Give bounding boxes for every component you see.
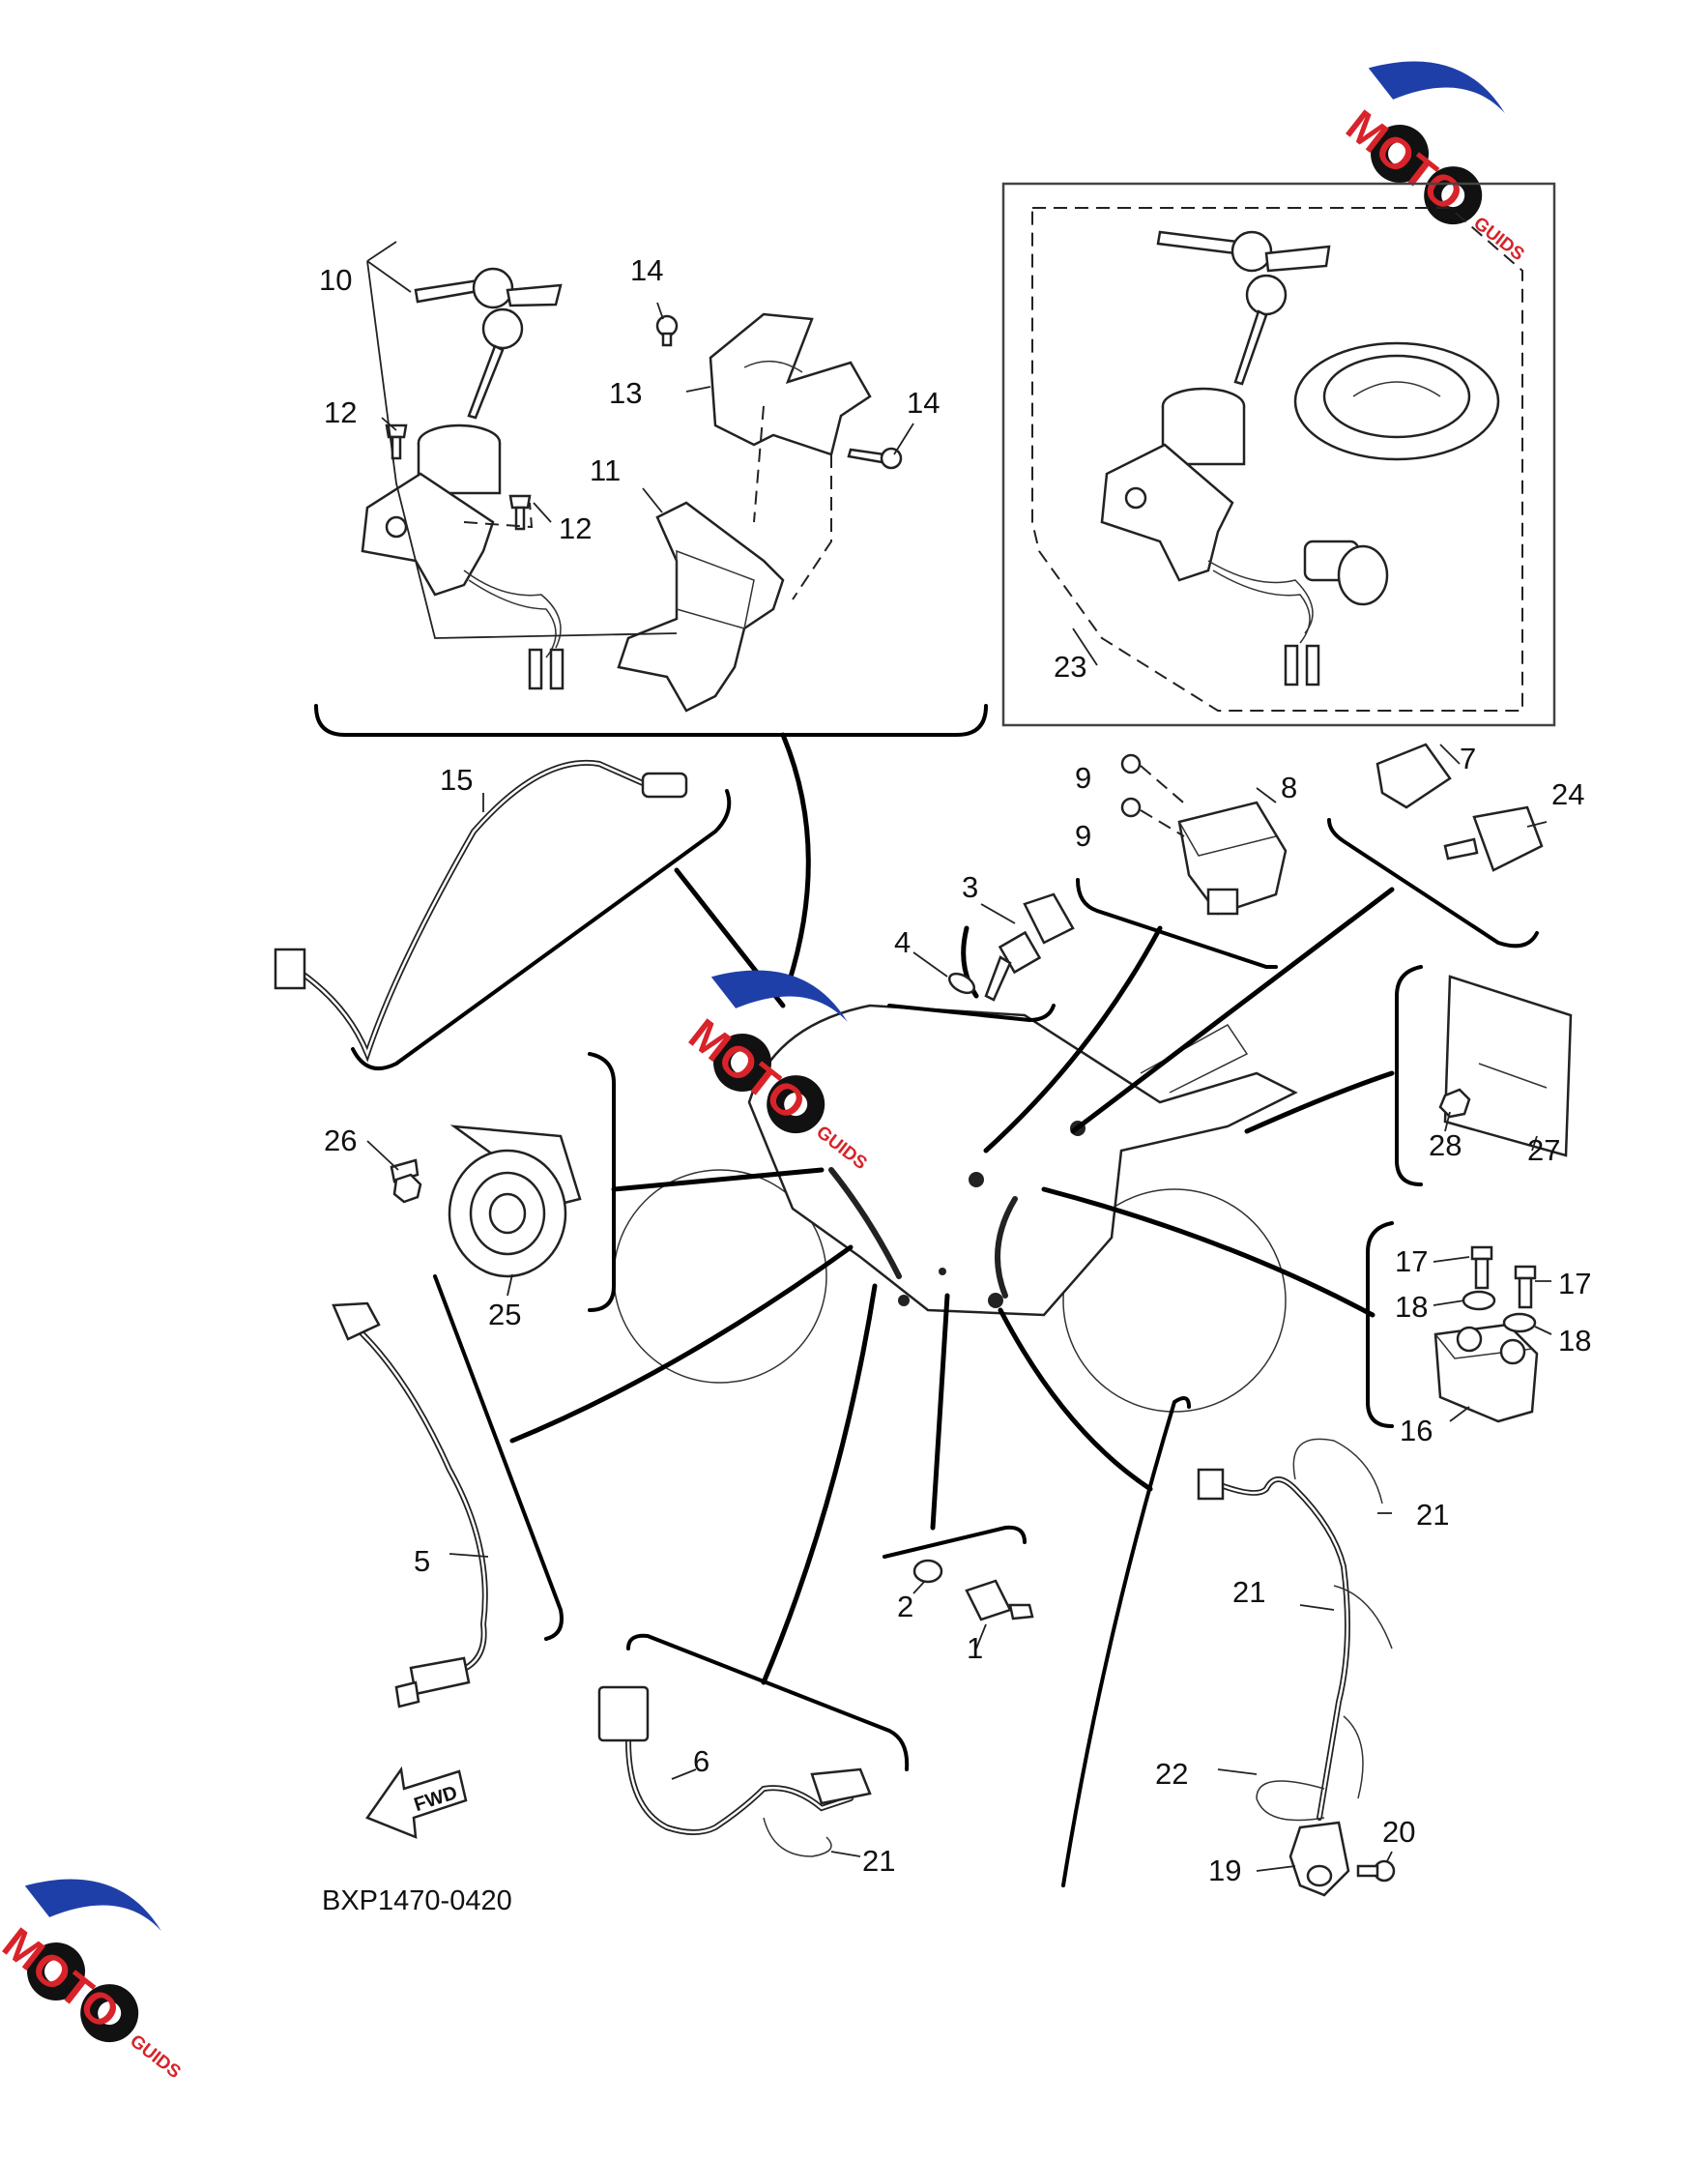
callout-21-a: 21 xyxy=(1416,1498,1449,1532)
group-reflector-27-28 xyxy=(1395,965,1573,1186)
callout-23: 23 xyxy=(1054,650,1086,684)
screw-14-a xyxy=(655,314,679,347)
callout-14-b: 14 xyxy=(907,386,940,420)
screw-12-a xyxy=(385,423,408,460)
callout-27: 27 xyxy=(1527,1133,1560,1167)
key-set-10 xyxy=(414,267,563,420)
group-sensor-5 xyxy=(332,1274,564,1708)
logo-brand-text: MOTO xyxy=(1338,100,1473,220)
callout-5: 5 xyxy=(414,1544,430,1578)
callout-17-a: 17 xyxy=(1395,1244,1428,1278)
group-sensor-16-18 xyxy=(1366,1221,1552,1428)
callout-15: 15 xyxy=(440,763,473,797)
callout-19: 19 xyxy=(1208,1854,1241,1887)
main-switch-body xyxy=(361,423,565,690)
group-speed-sensor-19-22 xyxy=(1061,1396,1396,1897)
callout-24: 24 xyxy=(1551,777,1584,811)
callout-13: 13 xyxy=(609,376,642,410)
callout-14-a: 14 xyxy=(630,253,663,287)
callout-22: 22 xyxy=(1155,1757,1188,1791)
group-relay-7-24 xyxy=(1327,743,1548,949)
callout-12-b: 12 xyxy=(559,511,592,545)
callout-20: 20 xyxy=(1382,1815,1415,1849)
logo-sub-text: GUIDS xyxy=(126,2030,184,2083)
callout-18-a: 18 xyxy=(1395,1290,1428,1324)
bracket-11 xyxy=(617,501,785,713)
callout-18-b: 18 xyxy=(1558,1324,1591,1358)
callout-1: 1 xyxy=(967,1631,983,1665)
group-lock-set xyxy=(1001,182,1556,727)
group-sensor-15 xyxy=(274,759,732,1070)
cover-13 xyxy=(709,312,872,456)
connector-rays xyxy=(509,732,1395,1685)
diagram-code: BXP1470-0420 xyxy=(322,1885,512,1916)
screw-14-b xyxy=(847,447,903,470)
callout-17-b: 17 xyxy=(1558,1267,1591,1300)
moto-guids-logo-top: MOTO GUIDS xyxy=(1338,61,1528,265)
callout-16: 16 xyxy=(1400,1414,1433,1447)
callout-25: 25 xyxy=(488,1298,521,1331)
fwd-arrow-icon: FWD xyxy=(365,1766,468,1839)
callout-9-a: 9 xyxy=(1075,761,1091,795)
group-sensor-3-4 xyxy=(887,892,1075,1023)
screw-12-b xyxy=(508,494,532,531)
moto-guids-logo-bottom: MOTO GUIDS xyxy=(0,1879,185,2083)
callout-21-c: 21 xyxy=(862,1844,895,1878)
callout-6: 6 xyxy=(693,1744,709,1778)
group-sensor-6 xyxy=(597,1633,910,1857)
callout-10: 10 xyxy=(319,263,352,297)
callout-4: 4 xyxy=(894,925,911,959)
callout-28: 28 xyxy=(1429,1128,1462,1162)
group-main-switch xyxy=(314,241,988,737)
callout-3: 3 xyxy=(962,870,978,904)
callout-7: 7 xyxy=(1460,742,1476,775)
callout-9-b: 9 xyxy=(1075,819,1091,853)
group-relay-8-9 xyxy=(1076,753,1288,969)
callout-11: 11 xyxy=(590,453,621,487)
callout-labels: 1 2 3 4 5 6 7 8 9 9 10 11 12 12 13 14 14… xyxy=(319,253,1591,1887)
logo-brand-text: MOTO xyxy=(0,1917,130,2038)
callout-26: 26 xyxy=(324,1124,357,1157)
callout-12-a: 12 xyxy=(324,395,357,429)
callout-21-b: 21 xyxy=(1232,1575,1265,1609)
group-horn-25-26 xyxy=(366,1052,616,1312)
logo-sub-text: GUIDS xyxy=(1469,213,1527,265)
callout-8: 8 xyxy=(1281,771,1297,804)
callout-2: 2 xyxy=(897,1590,913,1623)
group-switch-1-2 xyxy=(883,1525,1034,1650)
